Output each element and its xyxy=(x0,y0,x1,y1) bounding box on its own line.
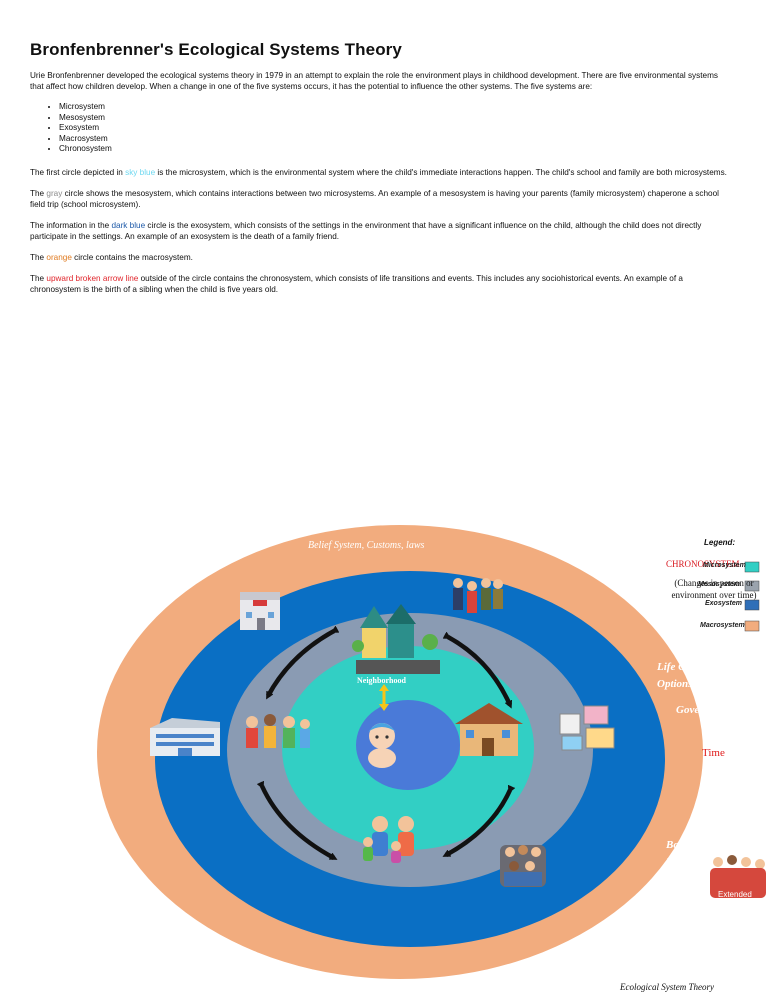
page-title: Bronfenbrenner's Ecological Systems Theo… xyxy=(30,40,402,59)
legend-swatch-exosystem xyxy=(744,599,760,611)
macrosystem-paragraph: The orange circle contains the macrosyst… xyxy=(30,252,730,263)
dark-blue-highlight: dark blue xyxy=(111,220,146,230)
time-label: Time xyxy=(702,747,725,759)
bodies-label: Bodies xyxy=(666,839,697,851)
school-icon xyxy=(455,703,523,756)
sky-blue-highlight: sky blue xyxy=(125,167,156,177)
diagram-canvas xyxy=(97,525,766,979)
list-item: Chronosystem xyxy=(59,144,730,155)
life-label: Life xyxy=(651,886,670,898)
mesosystem-paragraph: The gray circle shows the mesosystem, wh… xyxy=(30,188,730,210)
text-run: The xyxy=(30,188,47,198)
extended-family-label: Extended xyxy=(718,890,752,899)
chronosystem-paragraph: The upward broken arrow line outside of … xyxy=(30,273,730,295)
list-item: Mesosystem xyxy=(59,113,730,124)
legend-swatch-macrosystem xyxy=(744,620,760,632)
document-body: Bronfenbrenner's Ecological Systems Theo… xyxy=(30,40,730,305)
government-label: Government xyxy=(676,704,733,716)
office-building-icon xyxy=(150,718,220,756)
child-circle xyxy=(356,700,460,790)
text-run: The information in the xyxy=(30,220,112,230)
extended-family-icon xyxy=(710,855,766,898)
ecological-systems-diagram: Belief System, Customs, laws Neighborhoo… xyxy=(0,500,768,1006)
arrow-upper-right xyxy=(442,631,513,709)
workers-icon xyxy=(453,578,503,613)
houses-icon xyxy=(352,604,440,674)
legend-swatch-microsystem xyxy=(744,561,760,573)
text-run: outside of the circle contains the chron… xyxy=(30,273,683,294)
text-run: circle is the exosystem, which consists … xyxy=(30,220,702,241)
text-run: circle shows the mesosystem, which conta… xyxy=(30,188,719,209)
arrow-lower-right xyxy=(442,784,516,857)
legend-label-exosystem: Exosystem xyxy=(705,600,742,607)
list-item: Macrosystem xyxy=(59,134,730,145)
list-item: Microsystem xyxy=(59,102,730,113)
neighborhood-arrow xyxy=(379,684,389,711)
chronosystem-legend-title: CHRONOSYSTEM xyxy=(666,559,740,569)
peers-icon xyxy=(246,714,310,748)
interaction-arrows xyxy=(256,625,516,860)
text-run: circle contains the macrosystem. xyxy=(71,252,193,262)
legend-label-mesosystem: Mesosystem xyxy=(698,581,741,588)
macrosystem-label: Belief System, Customs, laws xyxy=(308,540,425,551)
legend-swatch-mesosystem xyxy=(744,580,760,592)
text-run: The xyxy=(30,252,47,262)
gray-highlight: gray xyxy=(46,188,63,198)
exosystem-paragraph: The information in the dark blue circle … xyxy=(30,220,730,242)
small-label-2: wo xyxy=(712,780,721,787)
neighborhood-label: Neighborhood xyxy=(357,676,406,685)
microsystem-paragraph: The first circle depicted in sky blue is… xyxy=(30,167,730,178)
chronosystem-legend-description: (Changes in person or environment over t… xyxy=(671,578,757,600)
legend-title: Legend: xyxy=(704,538,736,547)
systems-list: Microsystem Mesosystem Exosystem Macrosy… xyxy=(30,102,730,155)
list-item: Exosystem xyxy=(59,123,730,134)
family-icon xyxy=(363,816,414,863)
small-label-1: Pe xyxy=(712,766,721,773)
figure-caption: Ecological System Theory xyxy=(620,982,714,992)
orange-highlight: orange xyxy=(46,252,72,262)
life-course-label: Life Course xyxy=(657,661,711,673)
text-run: is the microsystem, which is the environ… xyxy=(155,167,727,177)
knowledge-label: Know xyxy=(666,856,693,868)
arrow-lower-left xyxy=(256,780,338,860)
community-icon xyxy=(500,845,546,887)
text-run: The first circle depicted in xyxy=(30,167,126,177)
legend-swatches xyxy=(744,561,760,632)
arrow-upper-left xyxy=(266,625,340,700)
intro-paragraph: Urie Bronfenbrenner developed the ecolog… xyxy=(30,71,718,91)
legend-label-macrosystem: Macrosystem xyxy=(700,622,745,629)
text-run: The xyxy=(30,273,47,283)
options-label: Options xyxy=(657,678,693,690)
hospital-icon xyxy=(240,592,280,630)
red-highlight: upward broken arrow line xyxy=(46,273,139,283)
baby-icon xyxy=(368,723,396,768)
small-label-3: F xyxy=(718,798,723,805)
media-icon xyxy=(559,705,615,751)
legend-label-microsystem: Microsystem xyxy=(703,562,746,569)
